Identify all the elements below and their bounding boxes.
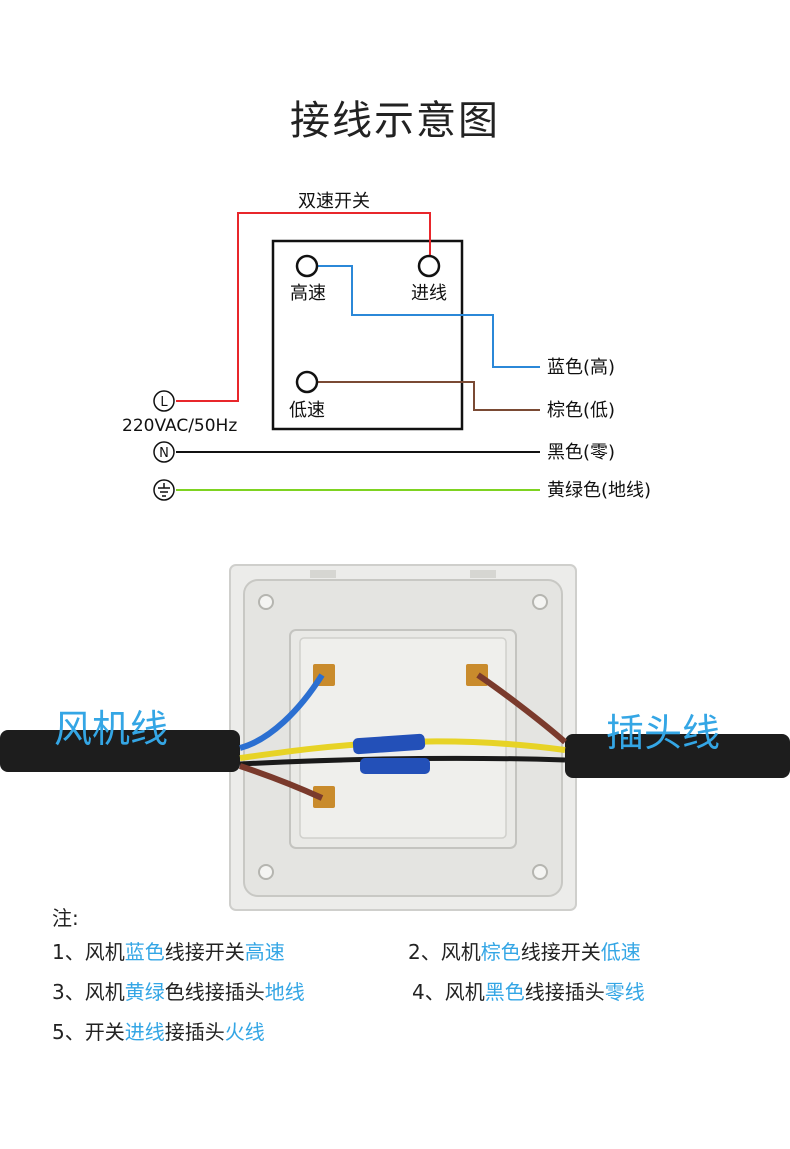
neutral-symbol-icon (153, 441, 175, 463)
brown-wire (307, 381, 540, 411)
note-3-text-c: 色线接插头 (164, 980, 265, 1004)
wiring-diagram: L N 双速开关 高速 进线 低速 220VAC/50Hz 蓝色(高) 棕色(低… (122, 191, 651, 501)
ground-symbol-icon (153, 479, 175, 501)
note-2-text-c: 线接开关 (520, 940, 601, 964)
note-5-highlight-b: 进线 (124, 1020, 165, 1044)
live-symbol-icon (153, 390, 175, 412)
note-1: 1、风机蓝色线接开关高速 (52, 936, 285, 965)
note-4-highlight-d: 零线 (604, 980, 645, 1004)
note-5: 5、开关进线接插头火线 (52, 1016, 265, 1045)
note-2-text-a: 2、风机 (408, 940, 481, 964)
note-5-text-a: 5、开关 (52, 1020, 125, 1044)
note-5-highlight-d: 火线 (224, 1020, 265, 1044)
blue-wire-label: 蓝色(高) (547, 357, 615, 378)
notes-heading: 注: (52, 906, 79, 930)
ground-wire-label: 黄绿色(地线) (547, 480, 651, 501)
neutral-symbol-text: N (159, 446, 169, 461)
switch-label: 双速开关 (298, 191, 370, 212)
fan-wire-label: 风机线 (54, 707, 169, 751)
switch-box (271, 239, 464, 431)
terminal-in-icon (417, 254, 441, 278)
live-symbol-text: L (160, 395, 168, 410)
terminal-low-label: 低速 (289, 400, 325, 421)
switch-photo: 风机线 插头线 (0, 560, 790, 920)
note-3-highlight-b: 黄绿 (124, 980, 165, 1004)
note-2-highlight-d: 低速 (600, 940, 641, 964)
live-wire (176, 212, 431, 402)
terminal-low-icon (295, 370, 319, 394)
switch-photo-illustration (0, 564, 790, 911)
brown-wire-label: 棕色(低) (547, 400, 615, 421)
terminal-high-icon (295, 254, 319, 278)
blue-wire (307, 265, 540, 368)
note-2-highlight-b: 棕色 (480, 940, 521, 964)
note-1-highlight-d: 高速 (244, 940, 285, 964)
note-1-text-c: 线接开关 (164, 940, 245, 964)
note-4-highlight-b: 黑色 (484, 980, 525, 1004)
note-1-text-a: 1、风机 (52, 940, 125, 964)
note-1-highlight-b: 蓝色 (124, 940, 165, 964)
page-title: 接线示意图 (290, 98, 500, 144)
black-wire-label: 黑色(零) (547, 442, 615, 463)
note-3-highlight-d: 地线 (264, 980, 305, 1004)
terminal-in-label: 进线 (411, 283, 447, 304)
note-4-text-c: 线接插头 (524, 980, 605, 1004)
note-3-text-a: 3、风机 (52, 980, 125, 1004)
note-4: 4、风机黑色线接插头零线 (412, 976, 645, 1005)
note-3: 3、风机黄绿色线接插头地线 (52, 976, 305, 1005)
terminal-high-label: 高速 (290, 283, 326, 304)
plug-wire-label: 插头线 (606, 711, 721, 755)
note-2: 2、风机棕色线接开关低速 (408, 936, 641, 965)
power-label: 220VAC/50Hz (122, 416, 237, 436)
note-5-text-c: 接插头 (164, 1020, 225, 1044)
note-4-text-a: 4、风机 (412, 980, 485, 1004)
